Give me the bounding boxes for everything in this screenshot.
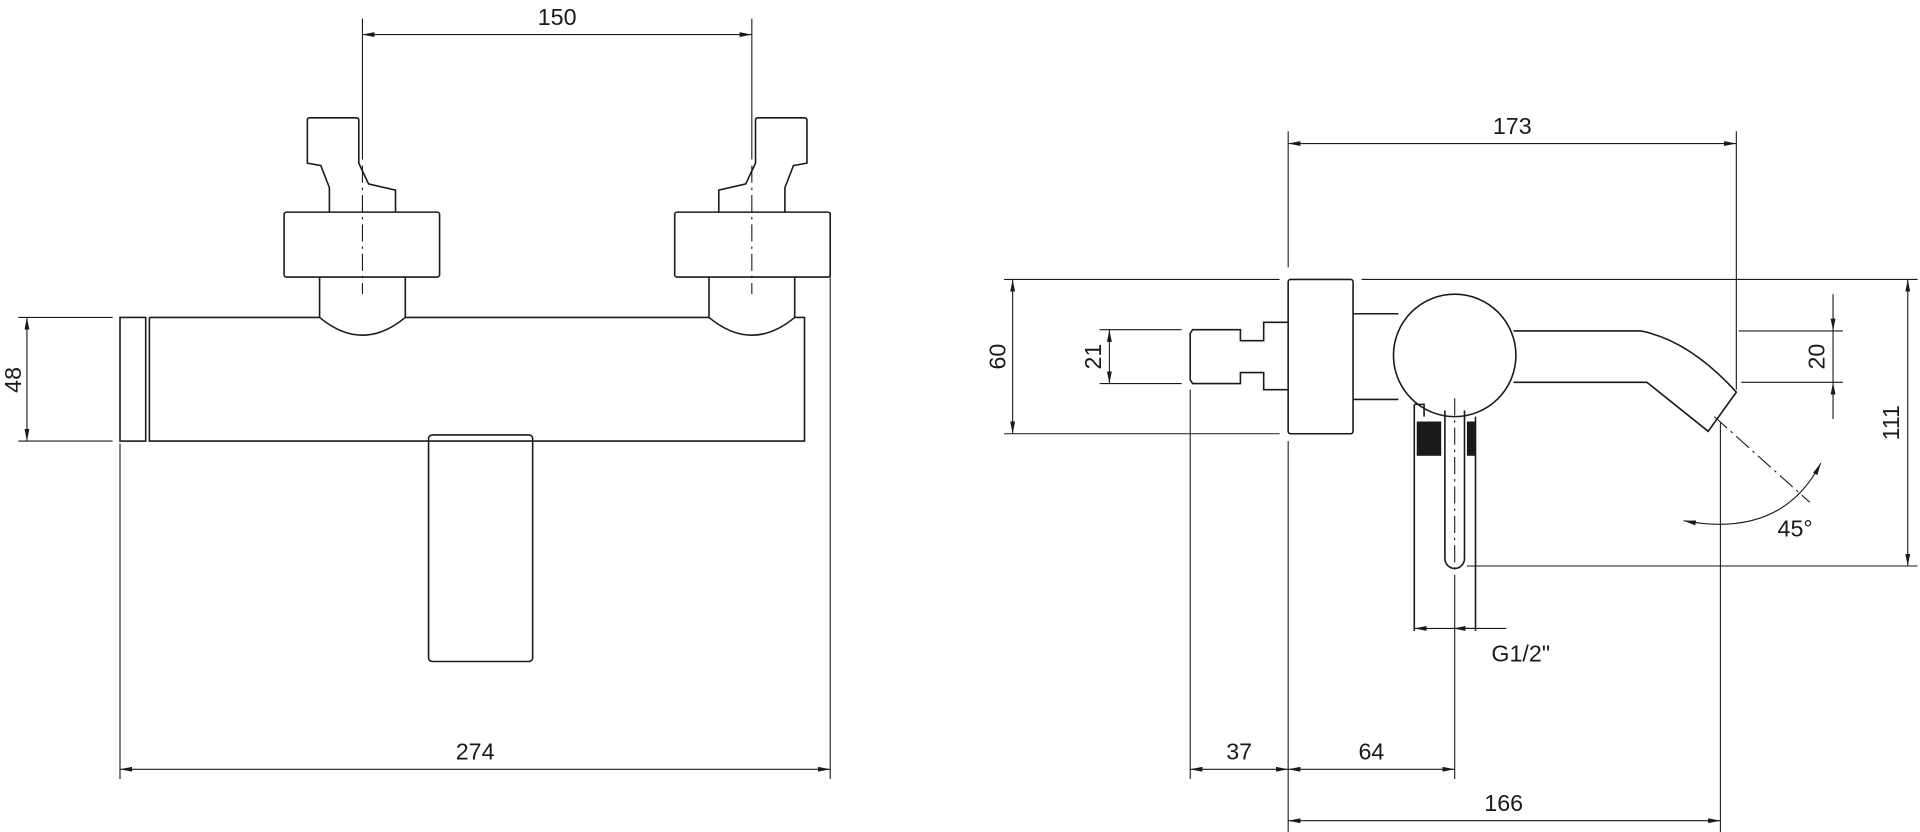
- dimension-label: 173: [1493, 113, 1532, 139]
- dimension-body-height: 48: [0, 316, 113, 442]
- dimension-connector-length: 37: [1189, 389, 1289, 832]
- lever-handle: [427, 434, 534, 663]
- dimension-label: 60: [984, 344, 1010, 370]
- dimension-label: 45°: [1778, 516, 1813, 542]
- dimension-label: 111: [1878, 405, 1904, 440]
- dimension-label: 274: [456, 738, 495, 764]
- dimension-thread: G1/2": [1414, 626, 1550, 667]
- dimension-label: 48: [0, 367, 26, 393]
- dimension-label: 21: [1080, 344, 1106, 370]
- dimension-label: 37: [1226, 738, 1252, 764]
- mixer-cartridge: [1392, 293, 1517, 418]
- dimension-label: 166: [1484, 790, 1523, 816]
- side-view: 45° 173 60 21 20: [984, 113, 1918, 832]
- dimension-connector-diameter: 21: [1080, 329, 1182, 385]
- dimension-spout-projection: 166: [1288, 422, 1721, 832]
- dimension-plate-height: 60: [984, 278, 1280, 435]
- wall-plate: [1287, 278, 1354, 435]
- front-view: 150 48 274: [0, 4, 831, 780]
- dimension-overall-depth: 173: [1287, 113, 1737, 390]
- dimension-lever-offset: 64: [1288, 581, 1456, 780]
- dimension-overall-height: 111: [1361, 278, 1918, 567]
- mixer-body: [119, 316, 806, 663]
- spout: [1513, 330, 1738, 433]
- dimension-label: 20: [1803, 344, 1829, 370]
- dimension-label: 150: [538, 4, 577, 30]
- faucet-side-profile: 45°: [1189, 278, 1822, 631]
- dimension-label: 64: [1358, 738, 1384, 764]
- wall-connector: [1189, 321, 1289, 391]
- thread-hatch: [1416, 421, 1442, 456]
- dimension-overall-width: 274: [119, 212, 831, 780]
- left-handle: [283, 117, 441, 336]
- angle-arc: [1683, 462, 1822, 526]
- dimension-handle-spacing: 150: [361, 4, 753, 160]
- dimension-spout-diameter: 20: [1738, 294, 1843, 420]
- thread-label: G1/2": [1491, 641, 1550, 667]
- right-handle: [673, 117, 831, 336]
